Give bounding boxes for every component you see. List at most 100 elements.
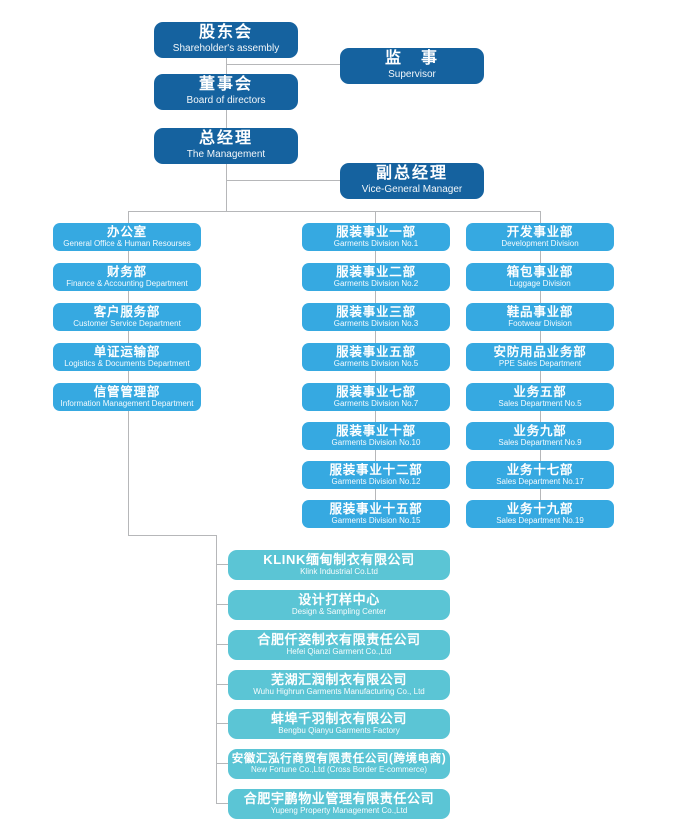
node-right-dept-5[interactable]: 业务九部 Sales Department No.9 xyxy=(466,422,614,450)
node-left-dept-1[interactable]: 财务部 Finance & Accounting Department xyxy=(53,263,201,291)
connector-left-spine-to-subsidiary-trunk xyxy=(128,535,217,536)
node-label-en: Sales Department No.9 xyxy=(498,437,582,447)
node-middle-dept-2[interactable]: 服装事业三部 Garments Division No.3 xyxy=(302,303,450,331)
node-label-en: Garments Division No.15 xyxy=(331,515,421,525)
node-label-en: Garments Division No.2 xyxy=(333,278,419,288)
node-label-cn: 财务部 xyxy=(107,264,147,279)
connector-shareholders-to-board xyxy=(226,56,227,74)
node-middle-dept-6[interactable]: 服装事业十二部 Garments Division No.12 xyxy=(302,461,450,489)
connector-subsidiary-stub xyxy=(216,564,228,565)
node-label-en: Hefei Qianzi Garment Co.,Ltd xyxy=(286,647,392,657)
node-middle-dept-5[interactable]: 服装事业十部 Garments Division No.10 xyxy=(302,422,450,450)
node-label-cn: 客户服务部 xyxy=(93,304,161,319)
node-label-en: Board of directors xyxy=(186,95,266,107)
node-label-cn: 股东会 xyxy=(198,24,253,42)
node-label-cn: 服装事业十五部 xyxy=(329,501,423,516)
node-label-en: Sales Department No.19 xyxy=(496,515,584,525)
node-label-cn: 董事会 xyxy=(198,76,253,94)
node-board-of-directors[interactable]: 董事会 Board of directors xyxy=(154,74,298,110)
node-right-dept-4[interactable]: 业务五部 Sales Department No.5 xyxy=(466,383,614,411)
node-middle-dept-3[interactable]: 服装事业五部 Garments Division No.5 xyxy=(302,343,450,371)
connector-bus-drop-middle xyxy=(375,211,376,223)
node-label-en: Finance & Accounting Department xyxy=(66,278,188,288)
node-middle-dept-4[interactable]: 服装事业七部 Garments Division No.7 xyxy=(302,383,450,411)
connector-shareholders-to-supervisor xyxy=(226,64,340,65)
node-label-en: Design & Sampling Center xyxy=(291,607,387,617)
node-vice-general-manager[interactable]: 副总经理 Vice-General Manager xyxy=(340,163,484,199)
node-right-dept-6[interactable]: 业务十七部 Sales Department No.17 xyxy=(466,461,614,489)
node-middle-dept-0[interactable]: 服装事业一部 Garments Division No.1 xyxy=(302,223,450,251)
node-subsidiary-2[interactable]: 合肥仟姿制衣有限责任公司 Hefei Qianzi Garment Co.,Lt… xyxy=(228,630,450,660)
node-label-cn: 服装事业五部 xyxy=(336,344,416,359)
node-middle-dept-1[interactable]: 服装事业二部 Garments Division No.2 xyxy=(302,263,450,291)
node-label-cn: 服装事业十二部 xyxy=(329,462,423,477)
node-label-en: Sales Department No.17 xyxy=(496,476,584,486)
node-label-en: Garments Division No.3 xyxy=(333,318,419,328)
node-label-cn: 开发事业部 xyxy=(506,224,574,239)
connector-board-to-management xyxy=(226,110,227,128)
node-label-en: Development Division xyxy=(501,238,579,248)
node-the-management[interactable]: 总经理 The Management xyxy=(154,128,298,164)
node-label-en: Garments Division No.5 xyxy=(333,358,419,368)
connector-department-bus xyxy=(128,211,540,212)
node-label-cn: 合肥仟姿制衣有限责任公司 xyxy=(257,632,421,648)
node-label-en: New Fortune Co.,Ltd (Cross Border E-comm… xyxy=(250,765,428,775)
node-label-cn: 总经理 xyxy=(198,130,253,148)
node-left-dept-2[interactable]: 客户服务部 Customer Service Department xyxy=(53,303,201,331)
node-label-en: Klink Industrial Co.Ltd xyxy=(300,567,378,577)
node-label-cn: 服装事业一部 xyxy=(336,224,416,239)
node-left-dept-4[interactable]: 信管管理部 Information Management Department xyxy=(53,383,201,411)
node-label-cn: 监 事 xyxy=(384,50,439,68)
node-label-en: Wuhu Highrun Garments Manufacturing Co.,… xyxy=(253,687,425,697)
node-label-cn: 副总经理 xyxy=(375,165,448,183)
node-label-cn: 芜湖汇润制衣有限公司 xyxy=(270,672,407,688)
node-subsidiary-1[interactable]: 设计打样中心 Design & Sampling Center xyxy=(228,590,450,620)
node-label-cn: 安防用品业务部 xyxy=(493,344,587,359)
node-label-en: Garments Division No.1 xyxy=(333,238,419,248)
node-supervisor[interactable]: 监 事 Supervisor xyxy=(340,48,484,84)
node-label-cn: 鞋品事业部 xyxy=(506,304,574,319)
node-label-en: Information Management Department xyxy=(60,398,194,408)
node-label-cn: KLINK缅甸制衣有限公司 xyxy=(263,552,415,568)
connector-subsidiary-stub xyxy=(216,644,228,645)
node-right-dept-3[interactable]: 安防用品业务部 PPE Sales Department xyxy=(466,343,614,371)
node-left-dept-0[interactable]: 办公室 General Office & Human Resourses xyxy=(53,223,201,251)
node-right-dept-2[interactable]: 鞋品事业部 Footwear Division xyxy=(466,303,614,331)
connector-management-to-vice xyxy=(226,180,340,181)
node-label-en: Logistics & Documents Department xyxy=(64,358,190,368)
node-label-cn: 安徽汇泓行商贸有限责任公司(跨境电商) xyxy=(231,753,447,766)
node-subsidiary-3[interactable]: 芜湖汇润制衣有限公司 Wuhu Highrun Garments Manufac… xyxy=(228,670,450,700)
node-subsidiary-5[interactable]: 安徽汇泓行商贸有限责任公司(跨境电商) New Fortune Co.,Ltd … xyxy=(228,749,450,779)
connector-subsidiary-stub xyxy=(216,684,228,685)
node-label-cn: 箱包事业部 xyxy=(506,264,574,279)
connector-subsidiary-stub xyxy=(216,803,228,804)
node-right-dept-0[interactable]: 开发事业部 Development Division xyxy=(466,223,614,251)
connector-subsidiary-stub xyxy=(216,723,228,724)
node-label-en: Bengbu Qianyu Garments Factory xyxy=(278,726,400,736)
node-subsidiary-6[interactable]: 合肥宇鹏物业管理有限责任公司 Yupeng Property Managemen… xyxy=(228,789,450,819)
node-left-dept-3[interactable]: 单证运输部 Logistics & Documents Department xyxy=(53,343,201,371)
connector-bus-drop-right xyxy=(540,211,541,223)
node-label-en: The Management xyxy=(186,149,266,161)
node-label-en: Sales Department No.5 xyxy=(498,398,582,408)
node-right-dept-1[interactable]: 箱包事业部 Luggage Division xyxy=(466,263,614,291)
node-middle-dept-7[interactable]: 服装事业十五部 Garments Division No.15 xyxy=(302,500,450,528)
node-label-en: Garments Division No.7 xyxy=(333,398,419,408)
connector-subsidiary-stub xyxy=(216,604,228,605)
node-label-cn: 业务十七部 xyxy=(506,462,574,477)
node-subsidiary-4[interactable]: 蚌埠千羽制衣有限公司 Bengbu Qianyu Garments Factor… xyxy=(228,709,450,739)
node-label-cn: 服装事业二部 xyxy=(336,264,416,279)
node-shareholders-assembly[interactable]: 股东会 Shareholder's assembly xyxy=(154,22,298,58)
node-label-cn: 办公室 xyxy=(107,224,147,239)
node-label-en: General Office & Human Resourses xyxy=(63,238,191,248)
node-label-cn: 业务九部 xyxy=(513,423,567,438)
node-label-cn: 合肥宇鹏物业管理有限责任公司 xyxy=(243,791,435,807)
node-label-en: Vice-General Manager xyxy=(361,184,463,196)
node-right-dept-7[interactable]: 业务十九部 Sales Department No.19 xyxy=(466,500,614,528)
node-subsidiary-0[interactable]: KLINK缅甸制衣有限公司 Klink Industrial Co.Ltd xyxy=(228,550,450,580)
node-label-cn: 服装事业十部 xyxy=(336,423,416,438)
node-label-cn: 信管管理部 xyxy=(93,384,161,399)
connector-bus-drop-left xyxy=(128,211,129,223)
node-label-en: Luggage Division xyxy=(509,278,571,288)
